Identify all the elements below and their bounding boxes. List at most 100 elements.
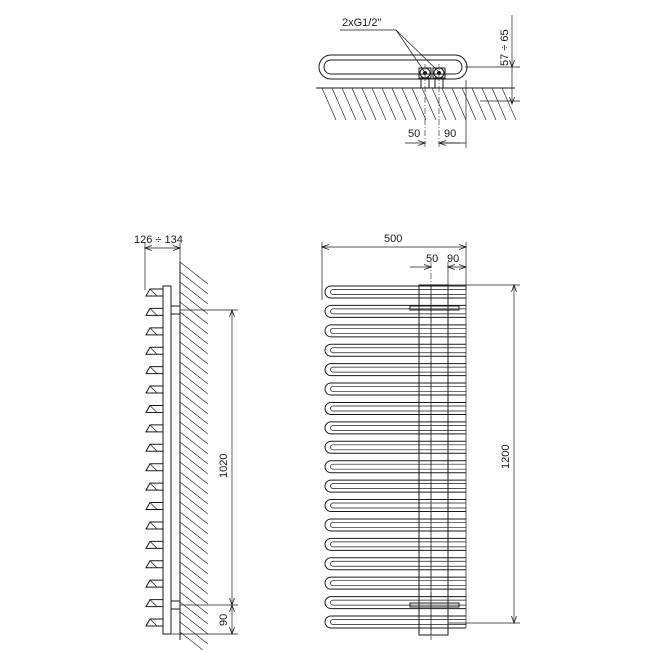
hatch-line — [179, 551, 209, 575]
hatch-line — [179, 371, 209, 395]
hatch-line — [179, 441, 209, 465]
front-tube — [324, 557, 466, 571]
side-tube-edge — [149, 327, 158, 336]
side-tube — [145, 385, 163, 394]
side-tube-edge — [149, 346, 158, 355]
front-dim-1200: 1200 — [500, 445, 512, 469]
connection-label: 2xG1/2" — [342, 17, 381, 29]
side-tube-edge — [149, 482, 158, 491]
side-tube-edge — [149, 424, 158, 433]
front-tube — [324, 479, 466, 493]
side-tube — [145, 618, 163, 627]
hatch-line — [179, 261, 209, 285]
connection-leader-1 — [395, 29, 425, 72]
hatch-line — [421, 87, 437, 121]
hatch-line — [179, 591, 209, 615]
hatch-line — [411, 87, 427, 121]
side-tube-edge — [149, 502, 158, 510]
hatch-line — [179, 501, 209, 525]
hatch-line — [391, 87, 407, 121]
hatch-line — [401, 87, 417, 121]
hatch-line — [179, 461, 209, 485]
hatch-line — [179, 291, 209, 315]
hatch-line — [179, 401, 209, 425]
hatch-line — [179, 311, 209, 335]
front-tube-inner — [330, 289, 466, 295]
front-tube — [324, 615, 466, 629]
hatch-line — [179, 521, 209, 545]
hatch-line — [331, 87, 347, 121]
side-tubes — [145, 288, 163, 627]
depth-range-label: 57 ÷ 65 — [499, 29, 511, 66]
top-tube-outer — [318, 54, 468, 80]
side-tube-edge — [149, 560, 158, 569]
front-bracket-bottom — [409, 602, 460, 608]
hatch-line — [361, 87, 377, 121]
hatch-line — [179, 451, 209, 475]
side-dim-1020: 1020 — [218, 454, 230, 478]
hatch-line — [179, 611, 209, 635]
side-tube-edge — [149, 385, 158, 394]
front-bracket-top — [409, 305, 460, 311]
side-tube — [145, 599, 163, 608]
side-tube — [145, 463, 163, 472]
hatch-line — [179, 431, 209, 455]
side-tube — [145, 327, 163, 336]
side-tube — [145, 346, 163, 355]
side-tube — [145, 521, 163, 530]
front-dim-90: 90 — [447, 253, 459, 265]
front-tube — [324, 596, 466, 610]
side-collector — [162, 285, 172, 635]
side-tube — [145, 366, 163, 375]
hatch-line — [179, 391, 209, 415]
front-tube — [324, 401, 466, 415]
front-tube-inner — [330, 366, 466, 373]
front-tube-inner — [330, 463, 466, 470]
front-tube-inner — [330, 560, 466, 567]
hatch-line — [381, 87, 397, 121]
front-tube — [324, 382, 466, 396]
hatch-line — [179, 471, 209, 495]
hatch-line — [179, 531, 209, 555]
front-tube-inner — [330, 483, 466, 489]
side-tube — [145, 482, 163, 491]
front-tube-inner — [330, 580, 466, 587]
hatch-line — [179, 411, 209, 435]
connection-leader-2 — [395, 29, 439, 72]
hatch-line — [461, 87, 477, 121]
front-view: 500 50 90 1200 — [322, 233, 520, 640]
front-collector — [418, 284, 449, 636]
hatch-line — [179, 331, 209, 355]
front-tubes — [324, 285, 467, 629]
hatch-line — [371, 87, 387, 121]
side-tube — [145, 307, 163, 316]
side-bracket-bottom — [170, 600, 181, 610]
front-tube-inner — [330, 444, 466, 451]
hatch-line — [491, 87, 507, 121]
hatch-line — [351, 87, 367, 121]
hatch-line — [179, 341, 209, 365]
side-tube-edge — [149, 288, 158, 297]
hatch-line — [179, 631, 204, 650]
front-tube — [324, 440, 466, 454]
hatch-line — [179, 301, 209, 325]
hatch-line — [179, 571, 209, 595]
hatch-line — [341, 87, 357, 121]
hatch-line — [179, 511, 209, 535]
hatch-line — [481, 87, 497, 121]
front-tube — [324, 460, 466, 474]
side-tube-edge — [149, 444, 158, 452]
side-tube-edge — [149, 579, 158, 588]
side-tube — [145, 502, 163, 511]
front-dim-50: 50 — [426, 253, 438, 265]
hatch-line — [451, 87, 467, 121]
front-tube-inner — [330, 347, 466, 354]
front-tube-inner — [330, 599, 466, 606]
side-projection-label: 126 ÷ 134 — [134, 234, 183, 246]
front-tube-inner — [330, 522, 466, 528]
hatch-line — [179, 561, 209, 585]
front-tube — [324, 518, 466, 532]
side-tube-edge — [149, 463, 158, 471]
side-tube-edge — [149, 521, 158, 530]
front-tube — [324, 324, 466, 338]
